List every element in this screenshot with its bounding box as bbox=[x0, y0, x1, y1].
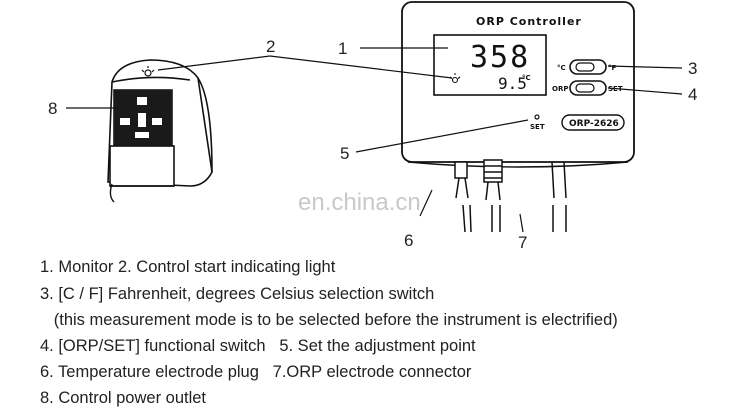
set-button-label: SET bbox=[530, 123, 545, 131]
lcd-temp-reading: 9.5 bbox=[498, 74, 527, 93]
legend-line-1: 1. Monitor 2. Control start indicating l… bbox=[40, 258, 336, 276]
callout-5: 5 bbox=[340, 144, 349, 163]
callout-2: 2 bbox=[266, 37, 275, 56]
callout-7: 7 bbox=[518, 233, 527, 250]
lcd-monitor bbox=[433, 34, 547, 96]
controller-title: ORP Controller bbox=[476, 15, 582, 28]
lcd-main-reading: 358 bbox=[470, 40, 530, 75]
legend-line-2: 3. [C / F] Fahrenheit, degrees Celsius s… bbox=[40, 285, 435, 303]
model-label: ORP-2626 bbox=[569, 119, 619, 129]
callout-lines bbox=[66, 47, 683, 233]
legend-line-4: 4. [ORP/SET] functional switch 5. Set th… bbox=[40, 337, 476, 355]
controller-box: ORP Controller 358 9.5 °C °C °F ORP SET … bbox=[401, 1, 635, 168]
set-button[interactable] bbox=[534, 114, 540, 120]
lcd-temp-unit: °C bbox=[522, 74, 531, 82]
watermark: en.china.cn bbox=[298, 189, 421, 216]
switch2-left-label: ORP bbox=[552, 85, 568, 93]
legend-line-5: 6. Temperature electrode plug 7.ORP elec… bbox=[40, 363, 472, 381]
socket-icon bbox=[120, 97, 162, 138]
outlet-cord bbox=[109, 183, 115, 203]
callout-8: 8 bbox=[48, 99, 57, 118]
temperature-electrode-plug bbox=[454, 161, 468, 179]
legend-line-6: 8. Control power outlet bbox=[40, 389, 207, 407]
callout-6: 6 bbox=[404, 231, 413, 250]
indicator-light-icon bbox=[141, 66, 155, 77]
callout-4: 4 bbox=[688, 85, 697, 104]
callout-1: 1 bbox=[338, 39, 347, 58]
switch1-left-label: °C bbox=[557, 64, 566, 72]
switch1-right-label: °F bbox=[608, 64, 617, 72]
callout-3: 3 bbox=[688, 59, 697, 78]
controller-cables bbox=[454, 159, 567, 233]
legend-line-3: (this measurement mode is to be selected… bbox=[40, 311, 618, 329]
orp-controller-diagram: ORP Controller 358 9.5 °C °C °F ORP SET … bbox=[48, 1, 697, 250]
